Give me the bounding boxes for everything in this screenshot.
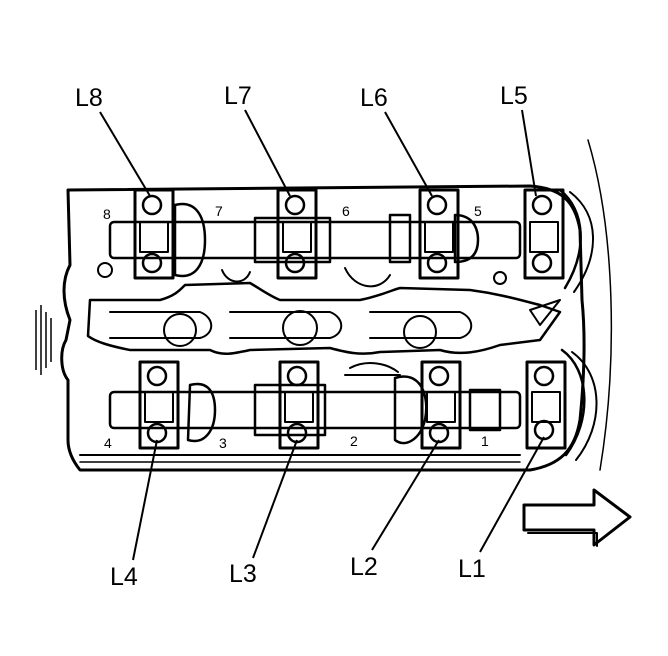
bearing-cap-l6 <box>418 188 460 280</box>
journal-number-8: 8 <box>103 206 111 222</box>
right-arrow-icon <box>522 488 632 547</box>
journal-number-1: 1 <box>481 433 489 449</box>
bearing-cap-l4 <box>138 360 180 450</box>
callout-l6: L6 <box>360 84 388 112</box>
bearing-cap-l7 <box>276 188 318 280</box>
journal-number-6: 6 <box>342 203 350 219</box>
bearing-cap-l8 <box>133 188 175 280</box>
upper-bearing-caps <box>133 188 565 280</box>
bearing-cap-l1 <box>525 360 567 450</box>
journal-number-4: 4 <box>104 435 112 451</box>
callout-l8: L8 <box>75 84 103 112</box>
callout-l4: L4 <box>110 563 138 591</box>
bearing-cap-l5 <box>523 188 565 280</box>
callout-labels: L8 L7 L6 L5 L4 L3 L2 L1 <box>75 82 528 591</box>
leader-lines <box>99 109 545 561</box>
callout-l5: L5 <box>500 82 528 110</box>
left-hatch <box>35 305 52 375</box>
callout-l2: L2 <box>350 553 378 581</box>
callout-l3: L3 <box>229 560 257 588</box>
journal-number-5: 5 <box>474 203 482 219</box>
journal-number-3: 3 <box>219 435 227 451</box>
callout-l7: L7 <box>224 82 252 110</box>
callout-l1: L1 <box>458 555 486 583</box>
lower-bearing-caps <box>138 360 567 450</box>
bearing-cap-l2 <box>420 360 462 450</box>
journal-numbers: 8 7 6 5 4 3 2 1 <box>103 203 489 451</box>
journal-number-2: 2 <box>350 433 358 449</box>
journal-number-7: 7 <box>215 203 223 219</box>
